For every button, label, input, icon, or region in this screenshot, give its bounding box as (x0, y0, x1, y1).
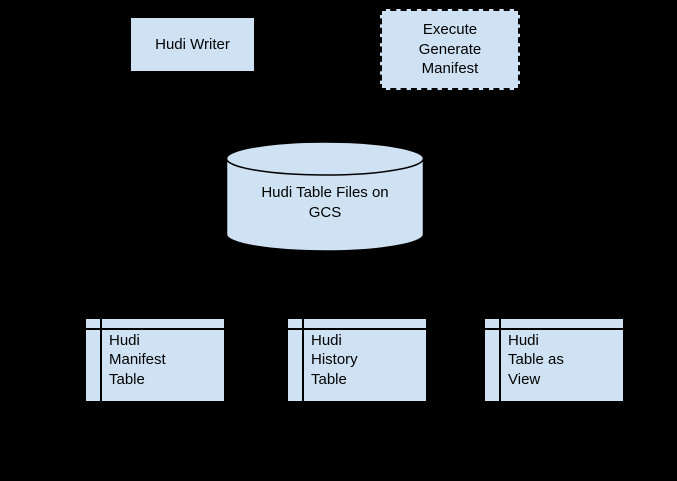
storage-left-divider (302, 319, 304, 401)
storage-left-divider (499, 319, 501, 401)
hudi-manifest-table-label: Hudi Manifest Table (109, 331, 166, 388)
node-hudi-manifest-table: Hudi Manifest Table (85, 318, 225, 402)
node-hudi-table-as-view: Hudi Table as View (484, 318, 624, 402)
gcs-cylinder-label: Hudi Table Files on GCS (261, 184, 389, 221)
node-execute-generate-manifest: Execute Generate Manifest (380, 9, 520, 90)
execute-generate-manifest-label: Execute Generate Manifest (418, 21, 482, 78)
hudi-writer-label: Hudi Writer (155, 35, 230, 53)
cylinder-icon (225, 141, 425, 252)
storage-top-divider (485, 328, 623, 330)
storage-top-divider (86, 328, 224, 330)
hudi-table-as-view-label: Hudi Table as View (508, 331, 564, 388)
storage-top-divider (288, 328, 426, 330)
hudi-history-table-label: Hudi History Table (311, 331, 358, 388)
node-hudi-history-table: Hudi History Table (287, 318, 427, 402)
node-hudi-writer: Hudi Writer (130, 17, 255, 72)
node-hudi-table-files-on-gcs: Hudi Table Files on GCS (225, 140, 425, 253)
storage-left-divider (100, 319, 102, 401)
